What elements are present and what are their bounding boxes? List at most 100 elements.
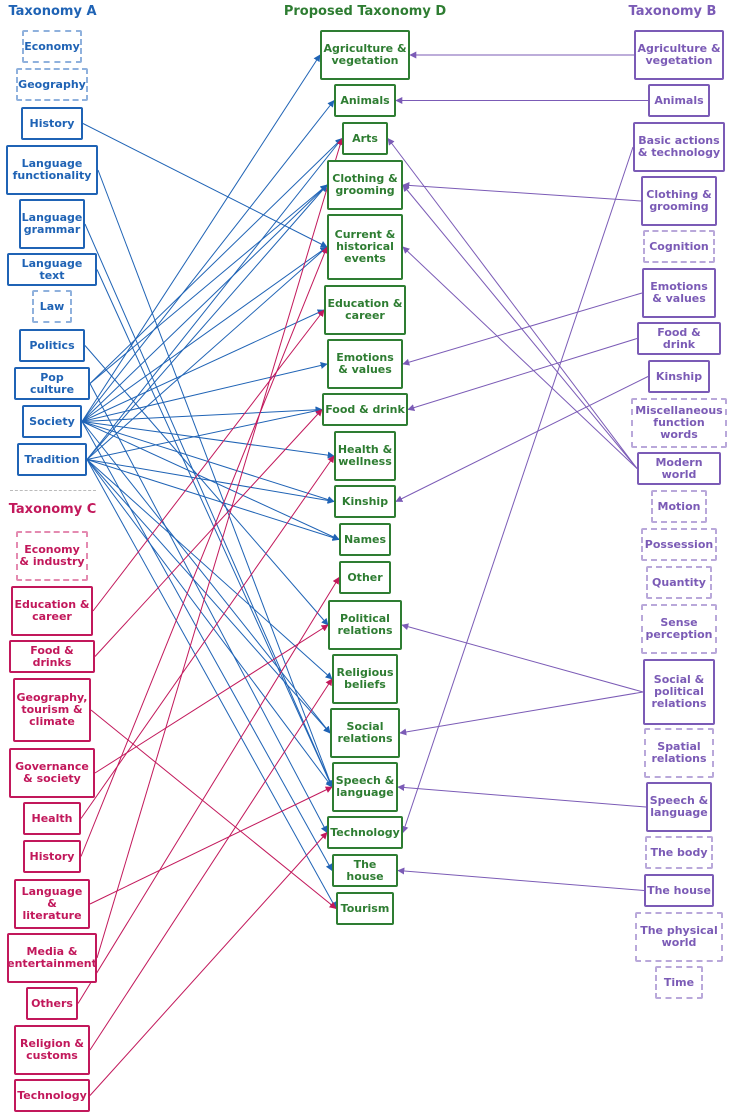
edge-a-tradition-to-d-names	[86, 459, 340, 541]
node-d-food: Food & drink	[322, 393, 408, 426]
node-d-animals: Animals	[334, 84, 396, 117]
edge-a-popculture-to-d-arts	[89, 138, 343, 384]
taxonomy-b-header: Taxonomy B	[628, 4, 717, 19]
edge-a-society-to-d-food	[81, 406, 323, 422]
node-d-house: The house	[332, 854, 398, 887]
node-d-technology: Technology	[327, 816, 403, 849]
node-a-politics: Politics	[19, 329, 85, 362]
edge-a-langgram-to-d-speech	[84, 223, 333, 788]
node-d-arts: Arts	[342, 122, 388, 155]
node-a-langfunc: Language functionality	[6, 145, 98, 195]
edge-b-social-to-d-social	[399, 691, 644, 736]
node-d-agri: Agriculture & vegetation	[320, 30, 410, 80]
edge-c-geography-to-d-tourism	[90, 709, 337, 909]
edge-a-society-to-d-social	[81, 421, 331, 734]
edge-a-langtext-to-d-speech	[96, 269, 333, 788]
edge-a-society-to-d-health	[81, 421, 335, 459]
node-c-governance: Governance & society	[9, 748, 95, 798]
edge-a-society-to-d-house	[81, 421, 333, 872]
section-divider	[10, 490, 96, 491]
node-c-education: Education & career	[11, 586, 93, 636]
edge-a-society-to-d-clothing	[81, 184, 328, 422]
node-a-law: Law	[32, 290, 72, 323]
node-b-animals: Animals	[648, 84, 710, 117]
edge-b-modern-to-d-clothing	[402, 184, 638, 469]
edge-b-kinship-to-d-kinship	[395, 376, 649, 502]
node-d-current: Current & historical events	[327, 214, 403, 280]
node-b-emotions: Emotions & values	[642, 268, 716, 318]
node-b-physical: The physical world	[635, 912, 723, 962]
node-d-political: Political relations	[328, 600, 402, 650]
node-a-langgram: Language grammar	[19, 199, 85, 249]
node-c-religion: Religion & customs	[14, 1025, 90, 1075]
edge-a-politics-to-d-political	[84, 345, 329, 626]
edge-a-tradition-to-d-social	[86, 459, 331, 734]
edge-b-emotions-to-d-emotions	[402, 292, 643, 366]
node-b-clothing: Clothing & grooming	[641, 176, 717, 226]
edge-c-food-to-d-food	[94, 408, 323, 657]
node-d-clothing: Clothing & grooming	[327, 160, 403, 210]
node-c-media: Media & entertainment	[7, 933, 97, 983]
node-b-possession: Possession	[641, 528, 717, 561]
node-d-speech: Speech & language	[332, 762, 398, 812]
node-b-kinship: Kinship	[648, 360, 710, 393]
node-a-society: Society	[22, 405, 82, 438]
edge-a-popculture-to-d-technology	[89, 383, 328, 834]
node-d-emotions: Emotions & values	[327, 339, 403, 389]
edge-a-langfunc-to-d-speech	[97, 169, 334, 788]
edge-a-history-to-d-current	[82, 123, 328, 248]
node-b-motion: Motion	[651, 490, 707, 523]
node-d-tourism: Tourism	[336, 892, 394, 925]
edge-a-society-to-d-animals	[81, 99, 335, 422]
edge-a-society-to-d-agri	[81, 54, 321, 422]
edge-a-tradition-to-d-religious	[86, 459, 333, 680]
node-a-geography: Geography	[16, 68, 88, 101]
edge-b-basic-to-d-technology	[401, 146, 634, 834]
edge-a-tradition-to-d-arts	[86, 137, 343, 460]
node-b-body: The body	[645, 836, 713, 869]
edge-b-clothing-to-d-clothing	[402, 181, 642, 202]
node-c-language: Language & literature	[14, 879, 90, 929]
edge-a-society-to-d-education	[81, 309, 325, 422]
node-d-names: Names	[339, 523, 391, 556]
node-c-technology: Technology	[14, 1079, 90, 1112]
edge-a-society-to-d-kinship	[81, 421, 335, 503]
edge-b-social-to-d-political	[401, 623, 644, 693]
edge-c-media-to-d-arts	[96, 137, 344, 959]
node-d-education: Education & career	[324, 285, 406, 335]
node-d-social: Social relations	[330, 708, 400, 758]
node-d-religious: Religious beliefs	[332, 654, 398, 704]
node-b-cognition: Cognition	[643, 230, 715, 263]
node-d-kinship: Kinship	[334, 485, 396, 518]
node-a-tradition: Tradition	[17, 443, 87, 476]
node-b-social: Social & political relations	[643, 659, 715, 725]
node-c-health: Health	[23, 802, 81, 835]
edge-a-tradition-to-d-current	[86, 246, 328, 460]
edge-a-tradition-to-d-clothing	[86, 184, 328, 460]
node-b-speech: Speech & language	[646, 782, 712, 832]
taxonomy-a-header: Taxonomy A	[8, 4, 97, 19]
node-c-others: Others	[26, 987, 78, 1020]
edge-a-popculture-to-d-clothing	[89, 184, 328, 384]
edge-b-food-to-d-food	[407, 338, 638, 411]
node-b-spatial: Spatial relations	[644, 728, 714, 778]
edge-c-governance-to-d-political	[94, 624, 329, 774]
edge-a-tradition-to-d-speech	[86, 459, 333, 788]
node-b-quantity: Quantity	[646, 566, 712, 599]
taxonomy-c-header: Taxonomy C	[8, 502, 97, 517]
edge-c-technology-to-d-technology	[89, 831, 328, 1096]
edge-c-health-to-d-health	[80, 455, 335, 819]
node-c-food: Food & drinks	[9, 640, 95, 673]
node-a-history: History	[21, 107, 83, 140]
edge-b-modern-to-d-arts	[387, 137, 638, 469]
node-b-house: The house	[644, 874, 714, 907]
edge-a-tradition-to-d-kinship	[86, 459, 335, 504]
edge-c-education-to-d-education	[92, 309, 325, 612]
node-b-basic: Basic actions & technology	[633, 122, 725, 172]
node-a-popculture: Pop culture	[14, 367, 90, 400]
node-b-sense: Sense perception	[641, 604, 717, 654]
edge-b-speech-to-d-speech	[397, 784, 647, 808]
edge-a-society-to-d-names	[81, 421, 340, 541]
node-b-agri: Agriculture & vegetation	[634, 30, 724, 80]
